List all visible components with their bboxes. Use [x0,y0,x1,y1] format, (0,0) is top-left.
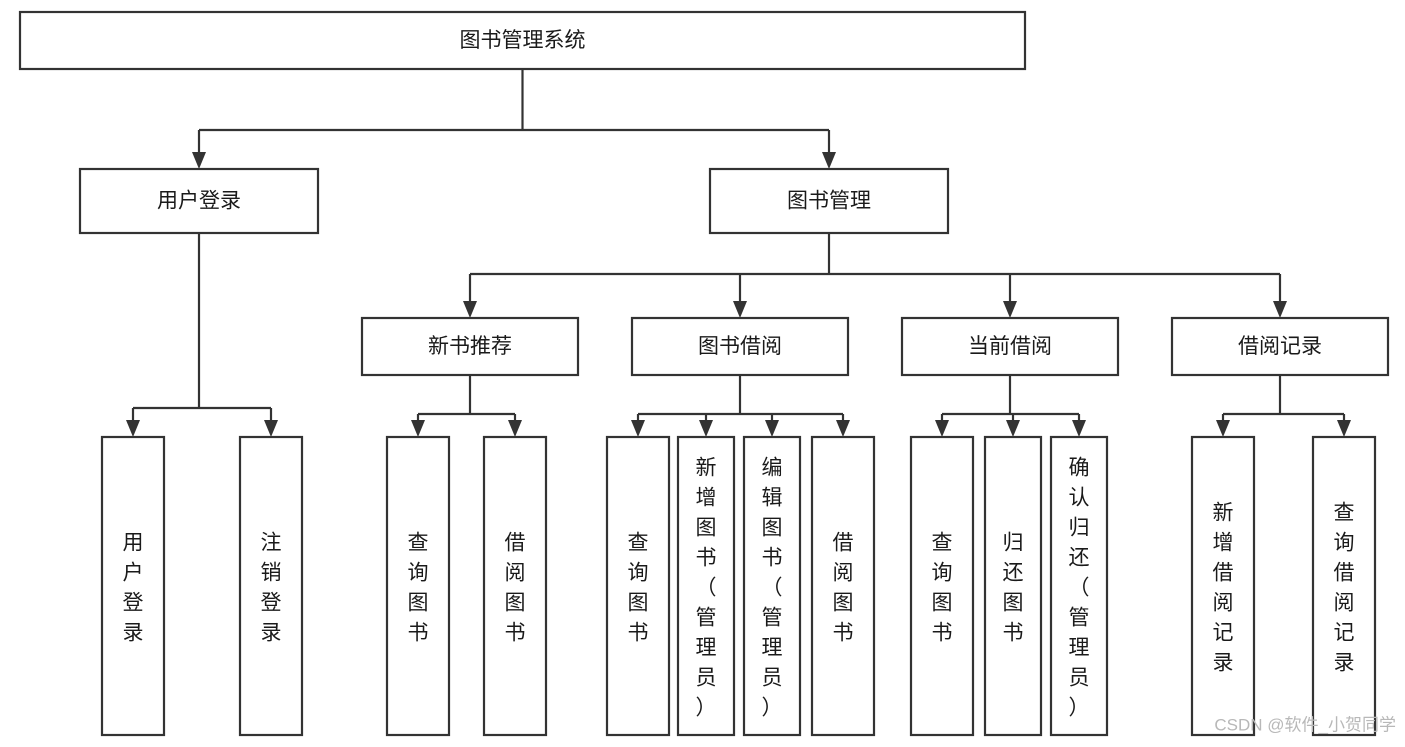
node-box-leaf-query-book-borrow [605,435,671,737]
leafgrp-borrow-record-arrow-0 [1216,420,1230,437]
node-box-new-book-recommend [360,316,580,377]
bookmanage-to-l3-arrow-3 [1273,301,1287,318]
leafgrp-book-borrow-arrow-0 [631,420,645,437]
leafgrp-user-login-arrow-1 [264,420,278,437]
node-box-user-login [78,167,320,235]
node-label-leaf-query-book-current: 查询图书 [932,531,953,644]
node-box-leaf-add-record [1190,435,1256,737]
node-label-borrow-record: 借阅记录 [1238,335,1322,358]
node-leaf-confirm-return[interactable]: 确认归还（管理员） [1049,435,1109,737]
node-label-leaf-return-book: 归还图书 [1003,531,1024,644]
node-borrow-record[interactable]: 借阅记录 [1170,316,1390,377]
node-root[interactable]: 图书管理系统 [18,10,1027,71]
csdn-watermark: CSDN @软件_小贺同学 [1214,715,1396,734]
node-label-book-manage: 图书管理 [787,190,871,213]
leafgrp-new-book-recommend-arrow-1 [508,420,522,437]
node-box-leaf-query-record [1311,435,1377,737]
leafgrp-current-borrow-arrow-1 [1006,420,1020,437]
node-leaf-return-book[interactable]: 归还图书 [983,435,1043,737]
nodes-layer: 图书管理系统用户登录图书管理新书推荐图书借阅当前借阅借阅记录用户登录注销登录查询… [18,10,1390,737]
node-user-login[interactable]: 用户登录 [78,167,320,235]
node-label-leaf-logout: 注销登录 [261,531,282,644]
node-label-leaf-query-book-recommend: 查询图书 [408,531,429,644]
leafgrp-current-borrow-arrow-2 [1072,420,1086,437]
node-box-leaf-confirm-return [1049,435,1109,737]
node-leaf-add-record[interactable]: 新增借阅记录 [1190,435,1256,737]
leafgrp-book-borrow-arrow-3 [836,420,850,437]
node-leaf-logout[interactable]: 注销登录 [238,435,304,737]
node-label-leaf-query-book-borrow: 查询图书 [628,531,649,644]
node-label-root: 图书管理系统 [460,29,586,52]
root-to-l2-arrow-0 [192,152,206,169]
node-box-leaf-user-login [100,435,166,737]
bookmanage-to-l3-arrow-2 [1003,301,1017,318]
node-book-manage[interactable]: 图书管理 [708,167,950,235]
node-box-leaf-edit-book [742,435,802,737]
node-leaf-borrow-book[interactable]: 借阅图书 [810,435,876,737]
node-box-leaf-return-book [983,435,1043,737]
node-leaf-query-book-current[interactable]: 查询图书 [909,435,975,737]
node-box-root [18,10,1027,71]
node-label-user-login: 用户登录 [157,190,241,213]
connectors-layer [126,69,1351,437]
bookmanage-to-l3-arrow-0 [463,301,477,318]
node-label-leaf-query-record: 查询借阅记录 [1334,501,1355,674]
leafgrp-book-borrow-arrow-2 [765,420,779,437]
node-box-borrow-record [1170,316,1390,377]
node-current-borrow[interactable]: 当前借阅 [900,316,1120,377]
node-label-leaf-add-record: 新增借阅记录 [1213,501,1234,674]
node-box-leaf-borrow-book-recommend [482,435,548,737]
node-new-book-recommend[interactable]: 新书推荐 [360,316,580,377]
leafgrp-new-book-recommend-arrow-0 [411,420,425,437]
leafgrp-user-login-arrow-0 [126,420,140,437]
node-box-leaf-query-book-recommend [385,435,451,737]
node-box-leaf-logout [238,435,304,737]
node-leaf-query-record[interactable]: 查询借阅记录 [1311,435,1377,737]
node-label-leaf-confirm-return: 确认归还（管理员） [1069,456,1090,719]
node-box-book-manage [708,167,950,235]
root-to-l2-arrow-1 [822,152,836,169]
node-box-leaf-query-book-current [909,435,975,737]
node-label-leaf-user-login: 用户登录 [123,531,144,644]
node-box-leaf-borrow-book [810,435,876,737]
leafgrp-book-borrow-arrow-1 [699,420,713,437]
node-leaf-user-login[interactable]: 用户登录 [100,435,166,737]
node-leaf-query-book-recommend[interactable]: 查询图书 [385,435,451,737]
leafgrp-current-borrow-arrow-0 [935,420,949,437]
node-box-book-borrow [630,316,850,377]
node-label-book-borrow: 图书借阅 [698,335,782,358]
node-book-borrow[interactable]: 图书借阅 [630,316,850,377]
node-leaf-add-book[interactable]: 新增图书（管理员） [676,435,736,737]
leafgrp-borrow-record-arrow-1 [1337,420,1351,437]
bookmanage-to-l3-arrow-1 [733,301,747,318]
node-leaf-edit-book[interactable]: 编辑图书（管理员） [742,435,802,737]
node-label-new-book-recommend: 新书推荐 [428,335,512,358]
node-label-leaf-borrow-book: 借阅图书 [833,531,854,644]
node-leaf-query-book-borrow[interactable]: 查询图书 [605,435,671,737]
node-label-leaf-add-book: 新增图书（管理员） [696,456,717,719]
node-leaf-borrow-book-recommend[interactable]: 借阅图书 [482,435,548,737]
node-label-leaf-edit-book: 编辑图书（管理员） [762,456,783,719]
node-box-current-borrow [900,316,1120,377]
node-label-current-borrow: 当前借阅 [968,335,1052,358]
node-box-leaf-add-book [676,435,736,737]
node-label-leaf-borrow-book-recommend: 借阅图书 [505,531,526,644]
